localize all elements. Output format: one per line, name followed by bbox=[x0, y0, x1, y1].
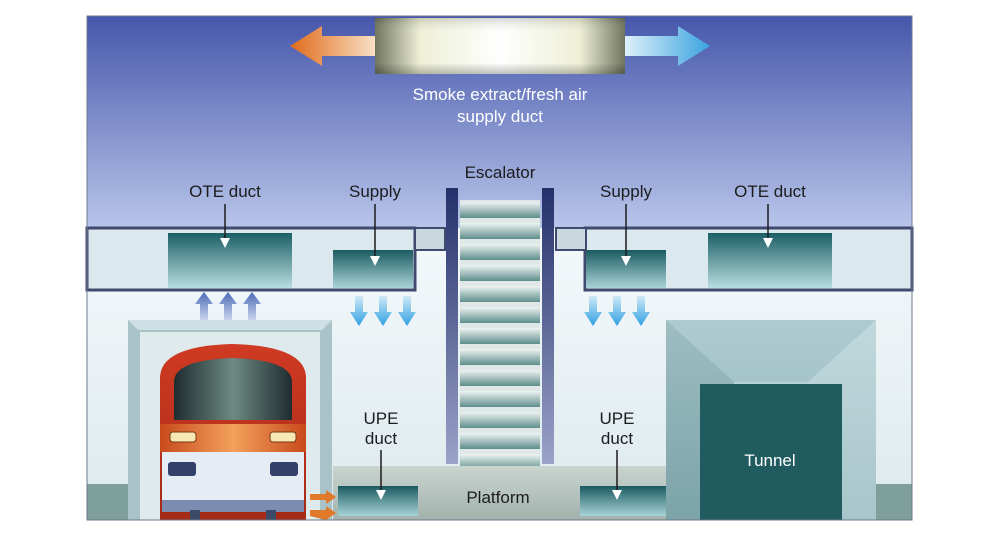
escalator-step bbox=[460, 370, 540, 386]
slab-step-right bbox=[555, 227, 587, 251]
escalator bbox=[446, 188, 554, 470]
ote-duct-left bbox=[168, 233, 292, 288]
arrowhead-upe-left bbox=[376, 490, 386, 500]
train-headlight-left bbox=[169, 431, 197, 443]
right-tunnel bbox=[666, 320, 876, 520]
escalator-step bbox=[460, 328, 540, 344]
escalator-step bbox=[460, 223, 540, 239]
exhaust-arrow-under-train-2 bbox=[310, 506, 336, 520]
train-windshield bbox=[174, 358, 292, 420]
tunnel-label: Tunnel bbox=[744, 451, 795, 470]
supply-duct-left bbox=[333, 250, 413, 288]
smoke-duct-label-1: Smoke extract/fresh air bbox=[413, 85, 588, 104]
escalator-step bbox=[460, 433, 540, 449]
train-lower-body bbox=[162, 452, 304, 508]
arrowhead-upe-right bbox=[612, 490, 622, 500]
escalator-step bbox=[460, 265, 540, 281]
ote-duct-label-right: OTE duct bbox=[734, 182, 806, 201]
exhaust-arrow-under-train-1 bbox=[310, 490, 336, 504]
escalator-label: Escalator bbox=[465, 163, 536, 182]
frame-border bbox=[86, 15, 913, 521]
platform-label: Platform bbox=[466, 488, 529, 507]
upe-label-left-1: UPE bbox=[364, 409, 399, 428]
exhaust-up-arrows bbox=[195, 292, 261, 320]
upe-label-right-2: duct bbox=[601, 429, 633, 448]
escalator-step bbox=[460, 391, 540, 407]
upe-label-right-1: UPE bbox=[600, 409, 635, 428]
arrowhead-ote-right bbox=[763, 238, 773, 248]
supply-down-arrows-left bbox=[350, 296, 416, 326]
smoke-extract-duct bbox=[290, 18, 710, 74]
arrowhead-supply-left bbox=[370, 256, 380, 266]
escalator-step bbox=[460, 286, 540, 302]
upe-label-left-2: duct bbox=[365, 429, 397, 448]
escalator-step bbox=[460, 412, 540, 428]
train bbox=[160, 344, 306, 520]
supply-arrow-right bbox=[620, 26, 710, 66]
upe-duct-right bbox=[580, 486, 666, 516]
escalator-step bbox=[460, 244, 540, 260]
arrowhead-supply-right bbox=[621, 256, 631, 266]
escalator-step bbox=[460, 307, 540, 323]
platform-edge-right bbox=[876, 484, 912, 520]
supply-label-right: Supply bbox=[600, 182, 652, 201]
slab-step-left bbox=[414, 227, 446, 251]
escalator-step bbox=[460, 349, 540, 365]
train-headlight-right bbox=[269, 431, 297, 443]
escalator-step bbox=[460, 202, 540, 218]
ote-duct-label-left: OTE duct bbox=[189, 182, 261, 201]
arrowhead-ote-left bbox=[220, 238, 230, 248]
supply-down-arrows-right bbox=[584, 296, 650, 326]
exhaust-arrow-left bbox=[290, 26, 380, 66]
supply-label-left: Supply bbox=[349, 182, 401, 201]
smoke-duct-label-2: supply duct bbox=[457, 107, 543, 126]
